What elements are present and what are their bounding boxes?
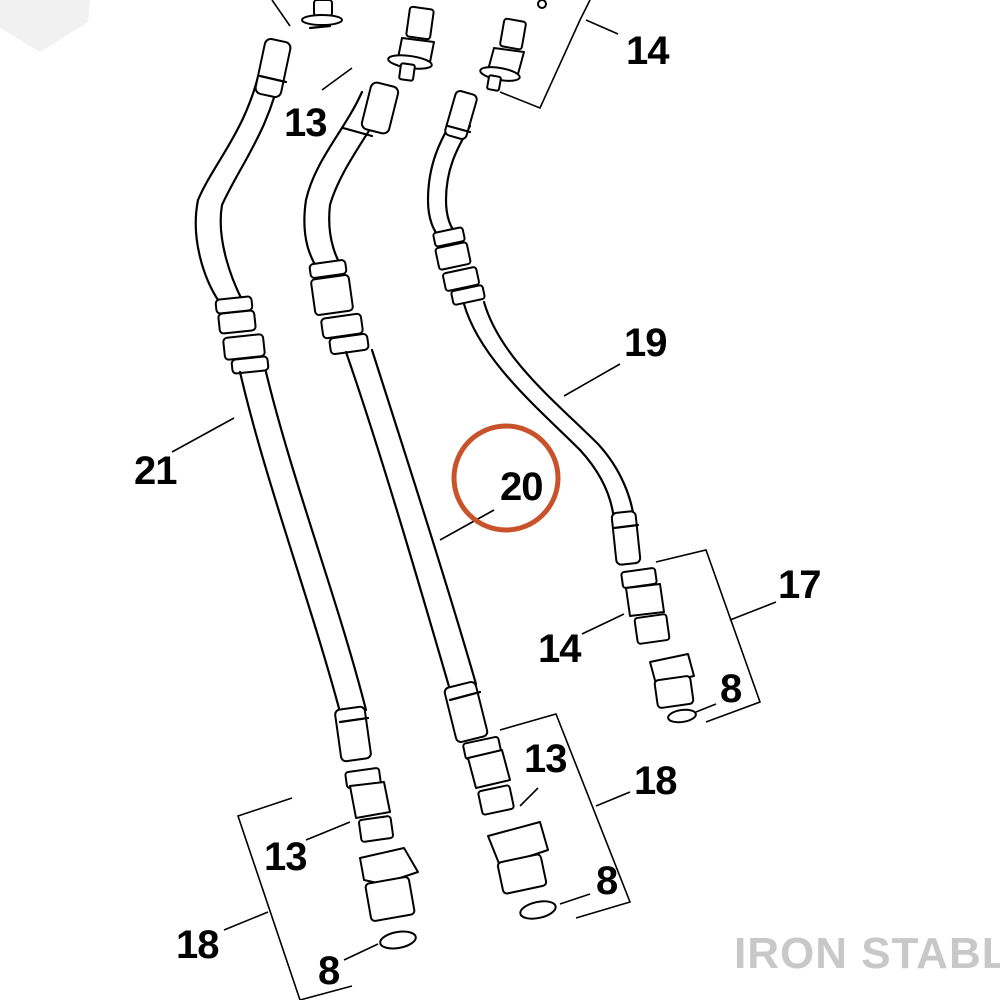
callout-14-mid: 14 bbox=[538, 627, 582, 671]
callout-20: 20 bbox=[500, 465, 543, 509]
hose-21 bbox=[194, 38, 372, 763]
bracket-18-bot bbox=[223, 797, 353, 1000]
callout-14-top: 14 bbox=[626, 29, 670, 73]
callout-13-mid: 13 bbox=[524, 737, 567, 781]
hose-20 bbox=[303, 81, 489, 743]
bracket-18-mid bbox=[499, 713, 632, 919]
bracket-14-top bbox=[499, 0, 619, 110]
bracket-17 bbox=[655, 549, 777, 723]
callout-19: 19 bbox=[624, 321, 667, 365]
callout-18-mid: 18 bbox=[634, 759, 677, 803]
fitting-group-mid bbox=[462, 735, 557, 920]
callout-8-right: 8 bbox=[720, 667, 742, 711]
fitting-group-left bbox=[344, 767, 419, 950]
callout-13-top: 13 bbox=[284, 101, 327, 145]
highlight-circle bbox=[451, 423, 561, 533]
callout-18-bot: 18 bbox=[176, 923, 219, 967]
callout-13-bot: 13 bbox=[264, 835, 307, 879]
fitting-group-right bbox=[620, 567, 697, 724]
top-fitting-right bbox=[479, 0, 547, 92]
hose-19 bbox=[426, 90, 642, 566]
top-fitting-mid bbox=[387, 5, 435, 82]
watermark: IRON STABLE bbox=[734, 929, 1000, 978]
callout-8-mid: 8 bbox=[596, 859, 618, 903]
corner-shade bbox=[0, 0, 90, 52]
callout-17: 17 bbox=[778, 563, 821, 607]
callout-21: 21 bbox=[134, 449, 177, 493]
leader-lines bbox=[171, 0, 717, 961]
top-fitting-left bbox=[301, 0, 343, 30]
callout-8-bot: 8 bbox=[318, 949, 340, 993]
